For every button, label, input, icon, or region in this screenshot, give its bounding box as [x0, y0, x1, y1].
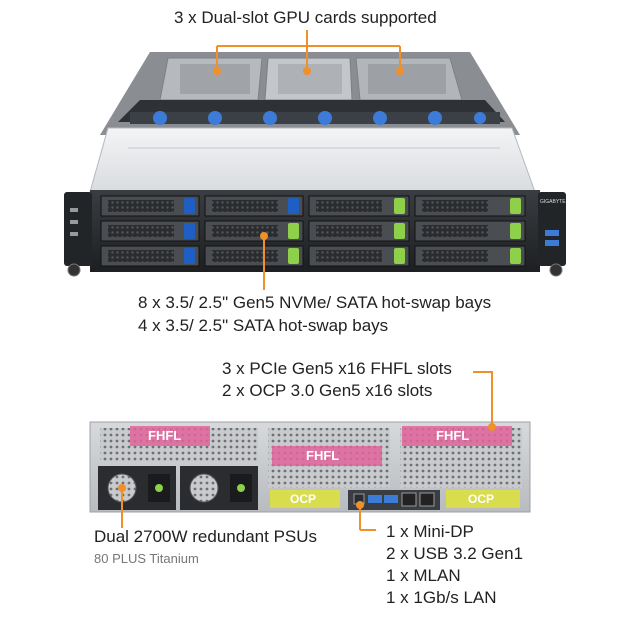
psu-subtitle: 80 PLUS Titanium [94, 551, 199, 566]
ocp-label-2: OCP [468, 492, 495, 506]
drive-bay-nvme[interactable] [308, 195, 410, 217]
drive-bay-nvme[interactable] [308, 220, 410, 242]
drive-bay-nvme[interactable] [414, 195, 526, 217]
io-item: 1 x 1Gb/s LAN [386, 588, 497, 607]
brand-logo-label: GIGABYTE [540, 199, 566, 205]
drive-bay-nvme[interactable] [308, 245, 410, 267]
drive-bay-nvme[interactable] [204, 245, 304, 267]
fhfl-slot-1 [130, 426, 210, 446]
io-list: 1 x Mini-DP 2 x USB 3.2 Gen1 1 x MLAN 1 … [386, 521, 523, 609]
drive-bay-nvme[interactable] [414, 220, 526, 242]
psu-1 [98, 466, 176, 510]
bays-line-2: 4 x 3.5/ 2.5" SATA hot-swap bays [138, 316, 389, 335]
drive-bay-sata[interactable] [100, 195, 200, 217]
ocp-slot-1 [270, 490, 340, 508]
io-item: 1 x Mini-DP [386, 522, 474, 541]
drive-bays [100, 195, 526, 267]
psu-title: Dual 2700W redundant PSUs [94, 527, 318, 546]
chassis-interior [100, 52, 520, 135]
pcie-line-1: 3 x PCIe Gen5 x16 FHFL slots [222, 359, 452, 378]
io-item: 2 x USB 3.2 Gen1 [386, 544, 524, 563]
io-item: 1 x MLAN [386, 566, 461, 585]
drive-bay-nvme[interactable] [414, 245, 526, 267]
drive-bay-sata[interactable] [100, 245, 200, 267]
ocp-slot-2 [446, 490, 520, 508]
drive-bay-nvme[interactable] [204, 220, 304, 242]
drive-bay-sata[interactable] [100, 220, 200, 242]
ocp-label-1: OCP [290, 492, 317, 506]
fan-row [130, 111, 500, 125]
fhfl-label-3: FHFL [436, 428, 470, 443]
ocp-line-2: 2 x OCP 3.0 Gen5 x16 slots [222, 381, 433, 400]
fhfl-label-2: FHFL [306, 448, 340, 463]
gpu-callout [216, 30, 401, 70]
bays-line-1: 8 x 3.5/ 2.5" Gen5 NVMe/ SATA hot-swap b… [138, 293, 492, 312]
drive-bay-sata[interactable] [204, 195, 304, 217]
fhfl-label-1: FHFL [148, 428, 182, 443]
gpu-caption: 3 x Dual-slot GPU cards supported [174, 8, 437, 27]
psu-2 [180, 466, 258, 510]
top-lid [89, 127, 536, 193]
fhfl-slot-3 [402, 426, 512, 446]
rear-io [348, 490, 440, 510]
fhfl-slot-2 [272, 446, 382, 466]
